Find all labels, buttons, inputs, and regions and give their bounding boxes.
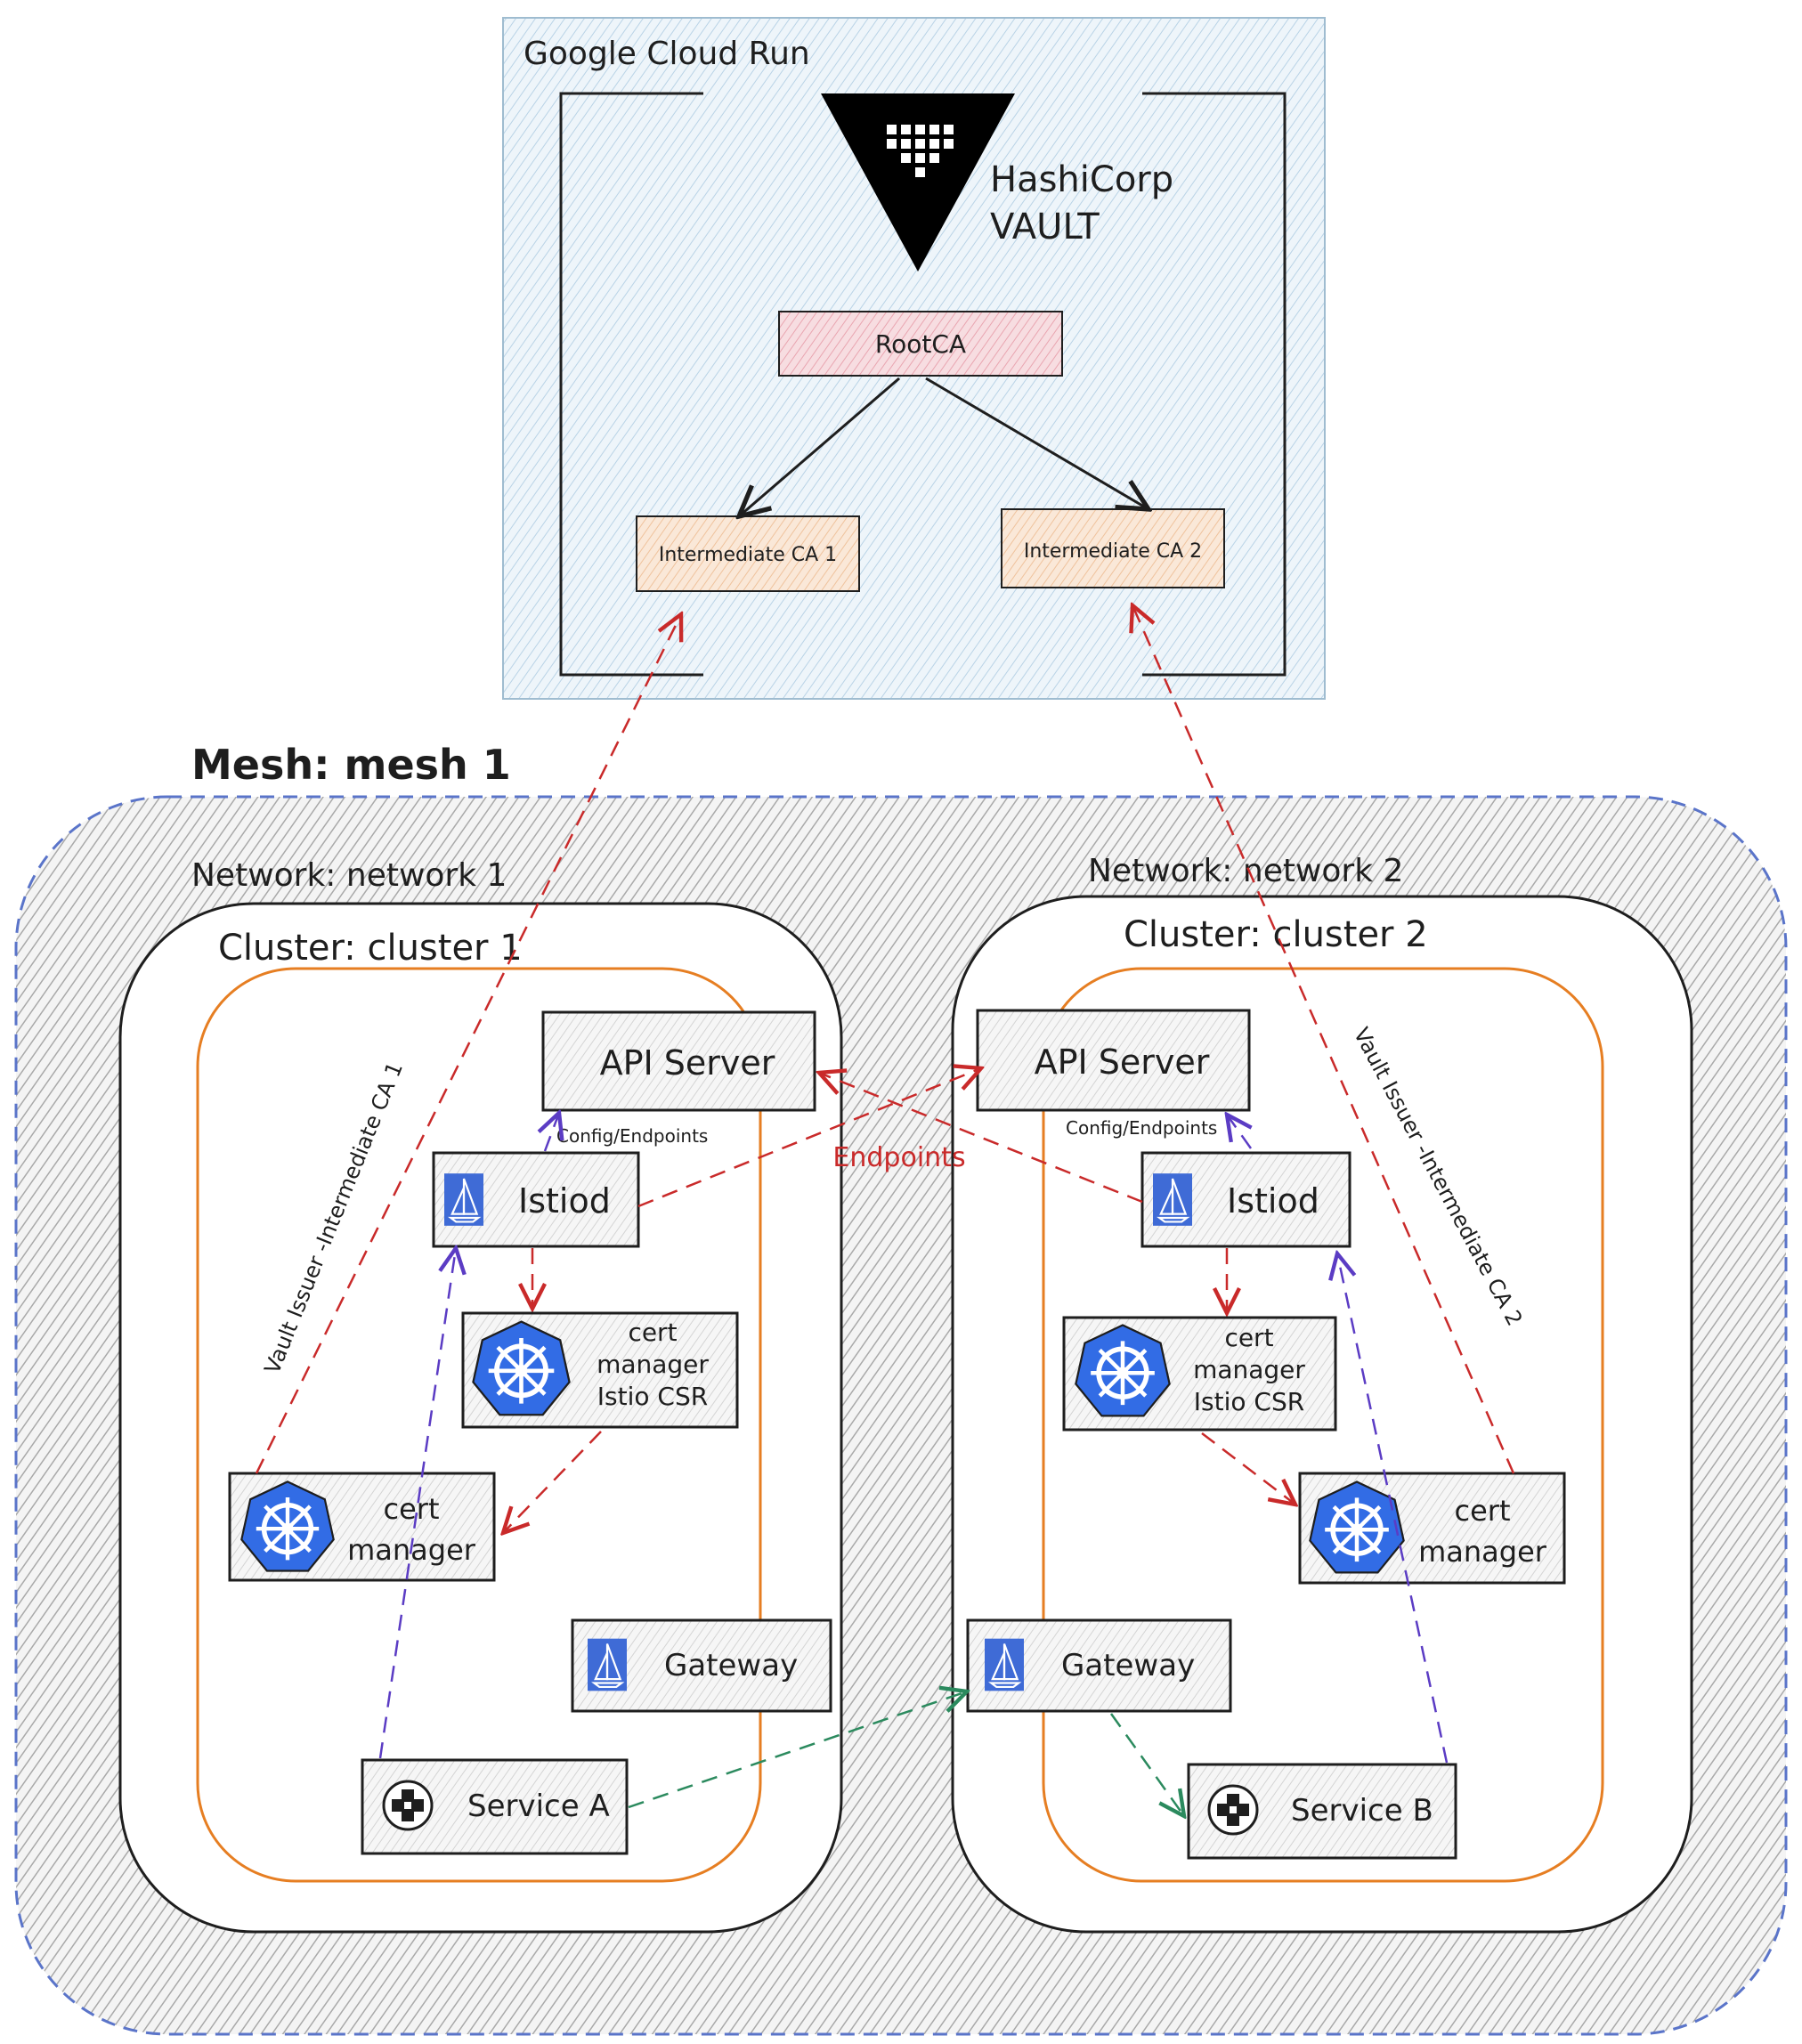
vault-logo-icon — [821, 93, 1015, 272]
cluster-1-label: Cluster: cluster 1 — [218, 928, 523, 969]
intermediate-ca-1-box: Intermediate CA 1 — [636, 515, 860, 592]
istiod-2: Istiod — [1140, 1151, 1352, 1248]
cert-manager-2: cert manager — [1298, 1472, 1566, 1585]
cert-manager-istio-csr-1: cert manager Istio CSR — [461, 1311, 739, 1429]
istio-icon — [985, 1637, 1024, 1692]
istio-icon — [588, 1637, 627, 1692]
istiod-1-to-api-server-1-arrow — [545, 1113, 559, 1152]
service-a: Service A — [361, 1758, 629, 1855]
csr-2-line-1: cert — [1224, 1323, 1273, 1352]
gateway-1-label: Gateway — [664, 1648, 798, 1683]
cluster-1-inner — [196, 967, 762, 1883]
root-to-intermediate-2-arrow — [925, 377, 1149, 509]
cert-manager-istio-csr-2: cert manager Istio CSR — [1062, 1316, 1337, 1432]
cluster-1: Network: network 1 Cluster: cluster 1 AP… — [118, 857, 843, 1934]
istiod-2-to-api-server-2-arrow — [1227, 1115, 1251, 1149]
api-server-1: API Server — [541, 1010, 816, 1112]
config-endpoints-2-label: Config/Endpoints — [1066, 1117, 1217, 1139]
istiod-2-to-api-server-1-arrow — [819, 1073, 1143, 1204]
vault-brand-line-2: VAULT — [990, 207, 1100, 247]
cluster-2: Network: network 2 Cluster: cluster 2 AP… — [951, 853, 1693, 1934]
root-ca-label: RootCA — [875, 329, 966, 359]
network-1-label: Network: network 1 — [191, 857, 507, 894]
cert-manager-1-line-1: cert — [384, 1492, 440, 1526]
api-server-2: API Server — [976, 1009, 1251, 1112]
api-server-2-label: API Server — [1035, 1042, 1210, 1082]
intermediate-ca-1-label: Intermediate CA 1 — [659, 544, 837, 566]
endpoints-label: Endpoints — [832, 1142, 965, 1173]
istiod-1-label: Istiod — [518, 1181, 611, 1221]
istiod-2-label: Istiod — [1227, 1181, 1319, 1221]
intermediate-ca-2-label: Intermediate CA 2 — [1024, 540, 1202, 563]
cert-manager-1: cert manager — [228, 1472, 496, 1582]
service-icon — [1207, 1784, 1259, 1836]
config-endpoints-1-label: Config/Endpoints — [556, 1125, 708, 1147]
mesh-label: Mesh: mesh 1 — [191, 741, 511, 789]
root-to-intermediate-1-arrow — [739, 377, 900, 516]
intermediate-ca-2-box: Intermediate CA 2 — [1001, 508, 1225, 588]
csr-1-line-1: cert — [628, 1318, 677, 1347]
cert-manager-2-to-ca2-arrow — [1132, 605, 1515, 1474]
service-icon — [382, 1780, 434, 1831]
istiod-1-to-api-server-2-arrow — [637, 1068, 981, 1208]
service-b-label: Service B — [1291, 1793, 1433, 1829]
csr-2-to-cert-manager-2-arrow — [1201, 1432, 1295, 1505]
gateway-2: Gateway — [966, 1618, 1232, 1713]
cert-manager-2-line-1: cert — [1455, 1494, 1511, 1528]
service-a-to-istiod-1-arrow — [378, 1248, 456, 1759]
gateway-2-to-service-b-arrow — [1109, 1713, 1184, 1816]
api-server-1-label: API Server — [600, 1043, 775, 1083]
service-b-to-istiod-2-arrow — [1337, 1253, 1449, 1764]
service-b: Service B — [1187, 1763, 1457, 1860]
service-a-to-gateway-2-arrow — [628, 1691, 967, 1809]
network-2-label: Network: network 2 — [1088, 853, 1403, 889]
istio-icon — [444, 1172, 483, 1228]
gateway-2-label: Gateway — [1061, 1648, 1195, 1683]
csr-2-line-3: Istio CSR — [1194, 1387, 1304, 1416]
cluster-2-inner — [1042, 967, 1604, 1883]
istiod-1: Istiod — [432, 1151, 640, 1248]
vault-brackets — [559, 92, 1287, 677]
csr-1-line-3: Istio CSR — [597, 1382, 708, 1411]
root-ca-box: RootCA — [778, 311, 1063, 377]
cert-manager-1-to-ca1-arrow — [255, 614, 681, 1474]
istio-icon — [1153, 1172, 1192, 1228]
gateway-1: Gateway — [571, 1618, 832, 1713]
cluster-2-label: Cluster: cluster 2 — [1124, 914, 1428, 955]
csr-1-line-2: manager — [597, 1350, 709, 1379]
service-a-label: Service A — [467, 1788, 610, 1824]
cert-manager-2-line-2: manager — [1418, 1535, 1547, 1569]
csr-1-to-cert-manager-1-arrow — [503, 1431, 602, 1533]
vault-brand-line-1: HashiCorp — [990, 159, 1173, 200]
google-cloud-run-title: Google Cloud Run — [524, 36, 810, 72]
csr-2-line-2: manager — [1193, 1355, 1305, 1384]
